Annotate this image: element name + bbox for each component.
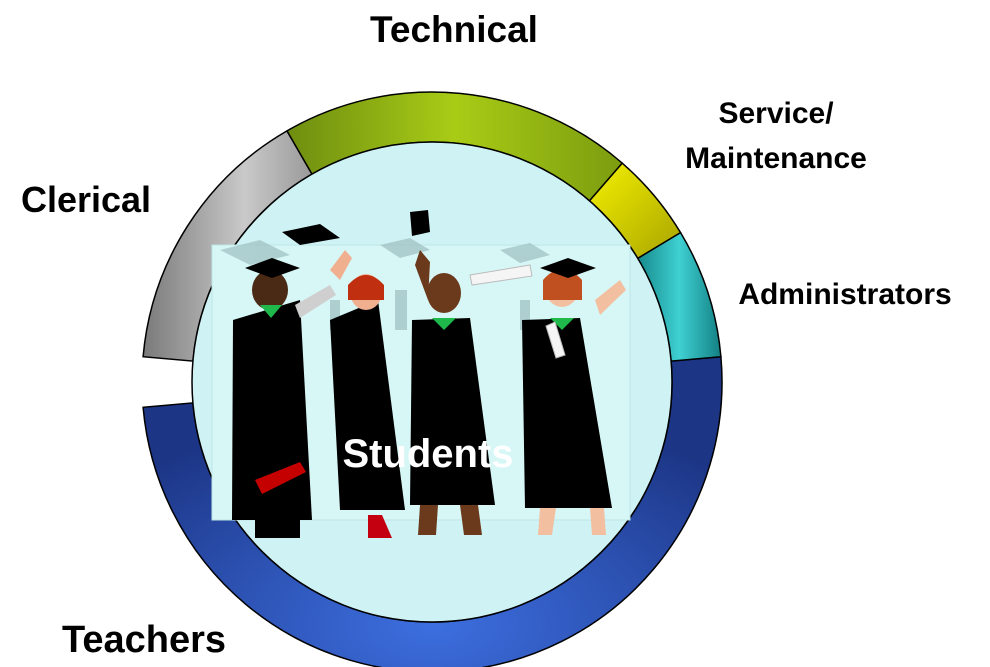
graduate-figure <box>232 258 336 538</box>
label-technical: Technical <box>370 9 538 50</box>
graduate-figure <box>410 210 533 535</box>
label-teachers: Teachers <box>62 619 226 661</box>
label-clerical: Clerical <box>21 179 151 220</box>
center-label-students: Students <box>342 432 513 476</box>
label-administrators: Administrators <box>738 278 951 311</box>
label-service-line1: Service/ <box>718 97 834 130</box>
label-service-line2: Maintenance <box>685 142 867 175</box>
graduates-illustration <box>211 210 631 538</box>
graduate-figure <box>282 224 405 538</box>
graduate-figure <box>522 258 626 535</box>
